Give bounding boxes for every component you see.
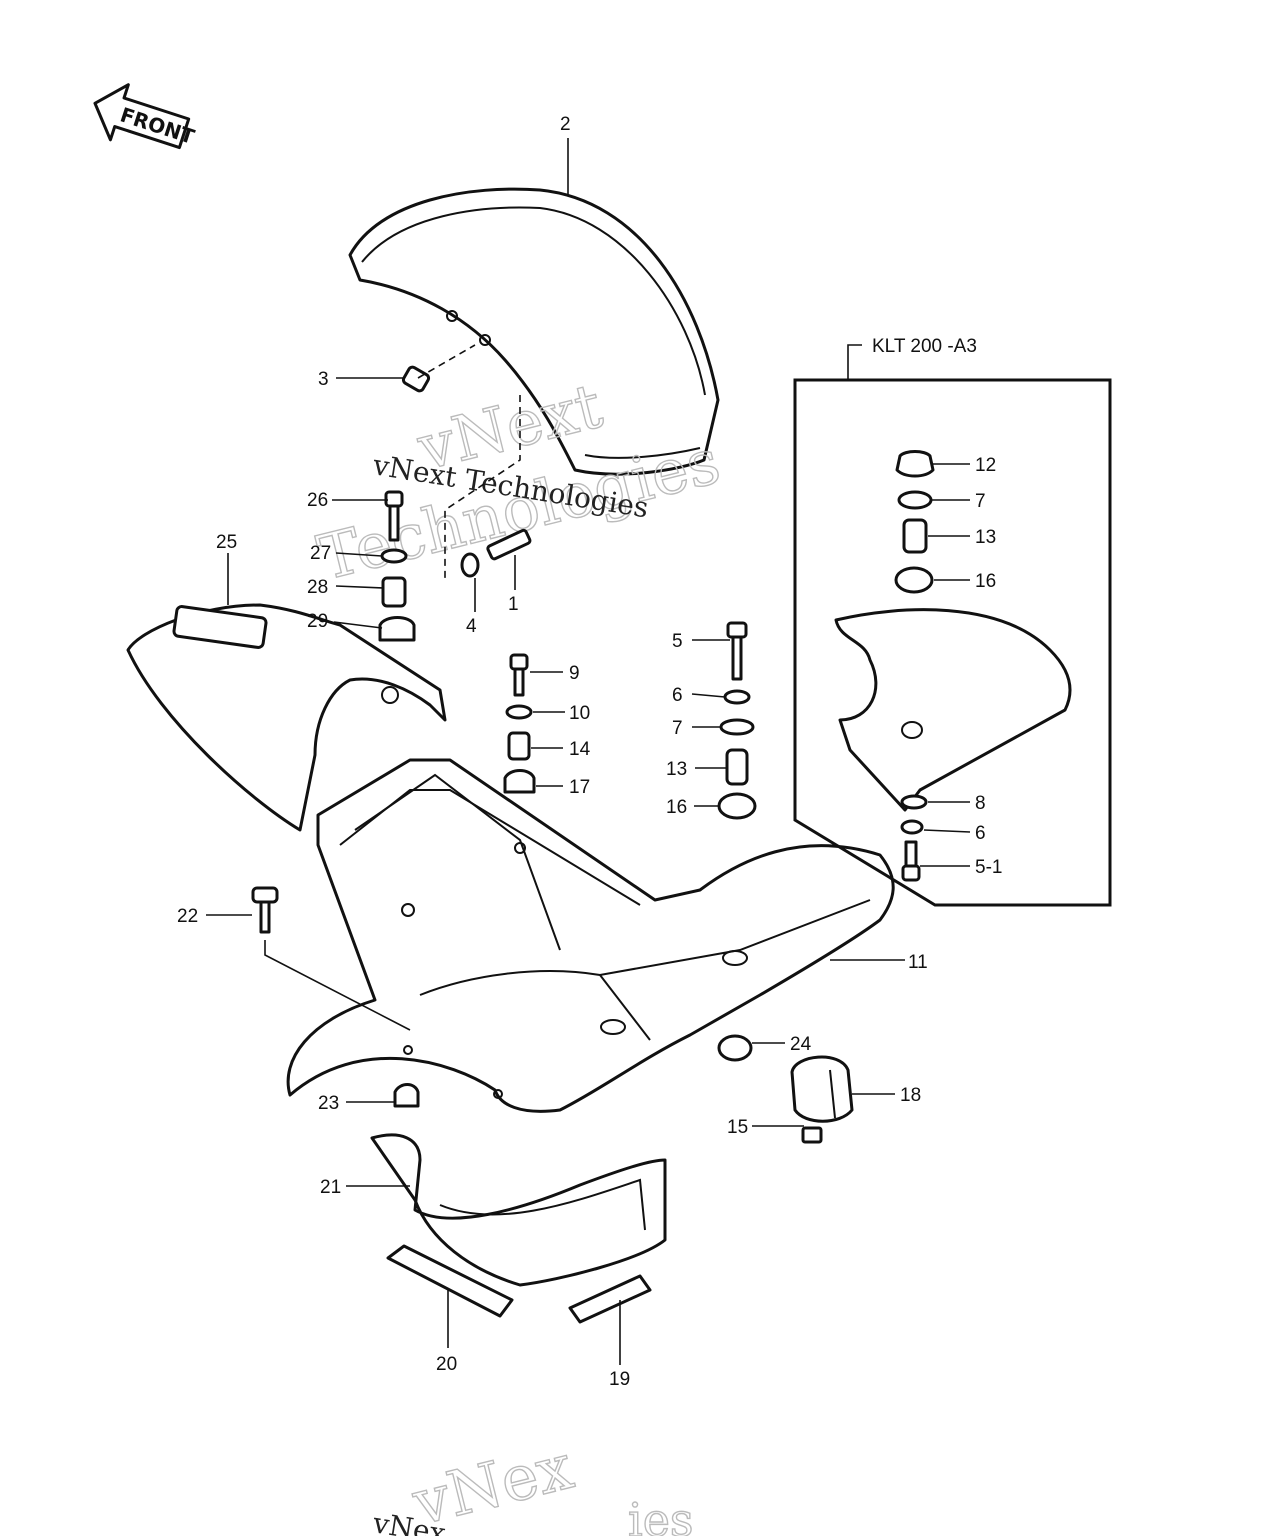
callout-2: 2 [560, 114, 571, 135]
bolt-9 [509, 653, 529, 697]
grommet-16b [894, 566, 934, 594]
callout-26: 26 [307, 490, 328, 511]
washer-8 [900, 794, 928, 810]
bolt-26 [384, 490, 404, 542]
callout-29: 29 [307, 611, 328, 632]
grommet-23 [393, 1083, 420, 1108]
washer-7b [897, 490, 933, 510]
watermark-bottom-tail: ies [628, 1493, 694, 1536]
plate-20 [386, 1244, 514, 1318]
callout-11: 11 [908, 952, 928, 973]
callout-24: 24 [790, 1034, 812, 1055]
callout-21: 21 [320, 1177, 341, 1198]
side-cover-25 [126, 603, 447, 832]
callout-14: 14 [569, 739, 591, 760]
grommet-16a [717, 792, 757, 820]
callout-13a: 13 [666, 759, 687, 780]
clip-6a [723, 689, 751, 705]
grommet-29 [378, 616, 416, 642]
clamp-18 [790, 1055, 854, 1123]
grommet-17 [503, 769, 536, 794]
callout-6b: 6 [975, 823, 986, 844]
connector-15 [801, 1126, 823, 1144]
callout-17: 17 [569, 777, 590, 798]
clip-10 [505, 704, 533, 720]
callout-16b: 16 [975, 571, 996, 592]
callout-5-1: 5-1 [975, 857, 1002, 878]
nut-12 [895, 450, 935, 478]
collar-14 [507, 731, 531, 761]
callout-28: 28 [307, 577, 328, 598]
callout-1: 1 [508, 594, 519, 615]
bolt-22 [251, 886, 279, 934]
seat-plate [834, 608, 1072, 812]
callout-6a: 6 [672, 685, 683, 706]
callout-5: 5 [672, 631, 683, 652]
callouts: 2 3 26 27 28 29 25 4 1 9 10 14 17 5 6 7 … [177, 114, 1002, 1390]
callout-7b: 7 [975, 491, 986, 512]
collar-28 [381, 576, 407, 608]
variant-box: KLT 200 -A3 [793, 336, 1112, 907]
rear-fender-11 [286, 758, 895, 1113]
leader-lines [206, 138, 971, 1365]
callout-4: 4 [466, 616, 477, 637]
callout-7a: 7 [672, 718, 683, 739]
callout-13b: 13 [975, 527, 996, 548]
callout-10: 10 [569, 703, 590, 724]
spacer-13a [725, 748, 749, 786]
washer-7a [719, 718, 755, 736]
spacer-24 [717, 1034, 753, 1062]
bolt-5 [726, 621, 748, 681]
front-fender [348, 187, 720, 476]
callout-15: 15 [727, 1117, 748, 1138]
callout-18: 18 [900, 1085, 921, 1106]
nut-3 [401, 365, 431, 393]
callout-3: 3 [318, 369, 329, 390]
spacer-13b [902, 518, 928, 554]
variant-label: KLT 200 -A3 [872, 336, 977, 357]
callout-27: 27 [310, 543, 331, 564]
callout-20: 20 [436, 1354, 457, 1375]
callout-9: 9 [569, 663, 580, 684]
bolt-1 [486, 528, 532, 561]
bolt-5-1 [901, 840, 921, 882]
callout-25: 25 [216, 532, 237, 553]
plate-19 [568, 1274, 652, 1324]
callout-19: 19 [609, 1369, 630, 1390]
callout-16a: 16 [666, 797, 687, 818]
front-arrow-icon: FRONT [93, 83, 198, 150]
clip-27 [380, 548, 408, 564]
callout-8: 8 [975, 793, 986, 814]
callout-23: 23 [318, 1093, 339, 1114]
callout-22: 22 [177, 906, 198, 927]
washer-4 [460, 552, 480, 578]
callout-12: 12 [975, 455, 996, 476]
bracket-21 [370, 1133, 667, 1287]
clip-6b [900, 819, 924, 835]
